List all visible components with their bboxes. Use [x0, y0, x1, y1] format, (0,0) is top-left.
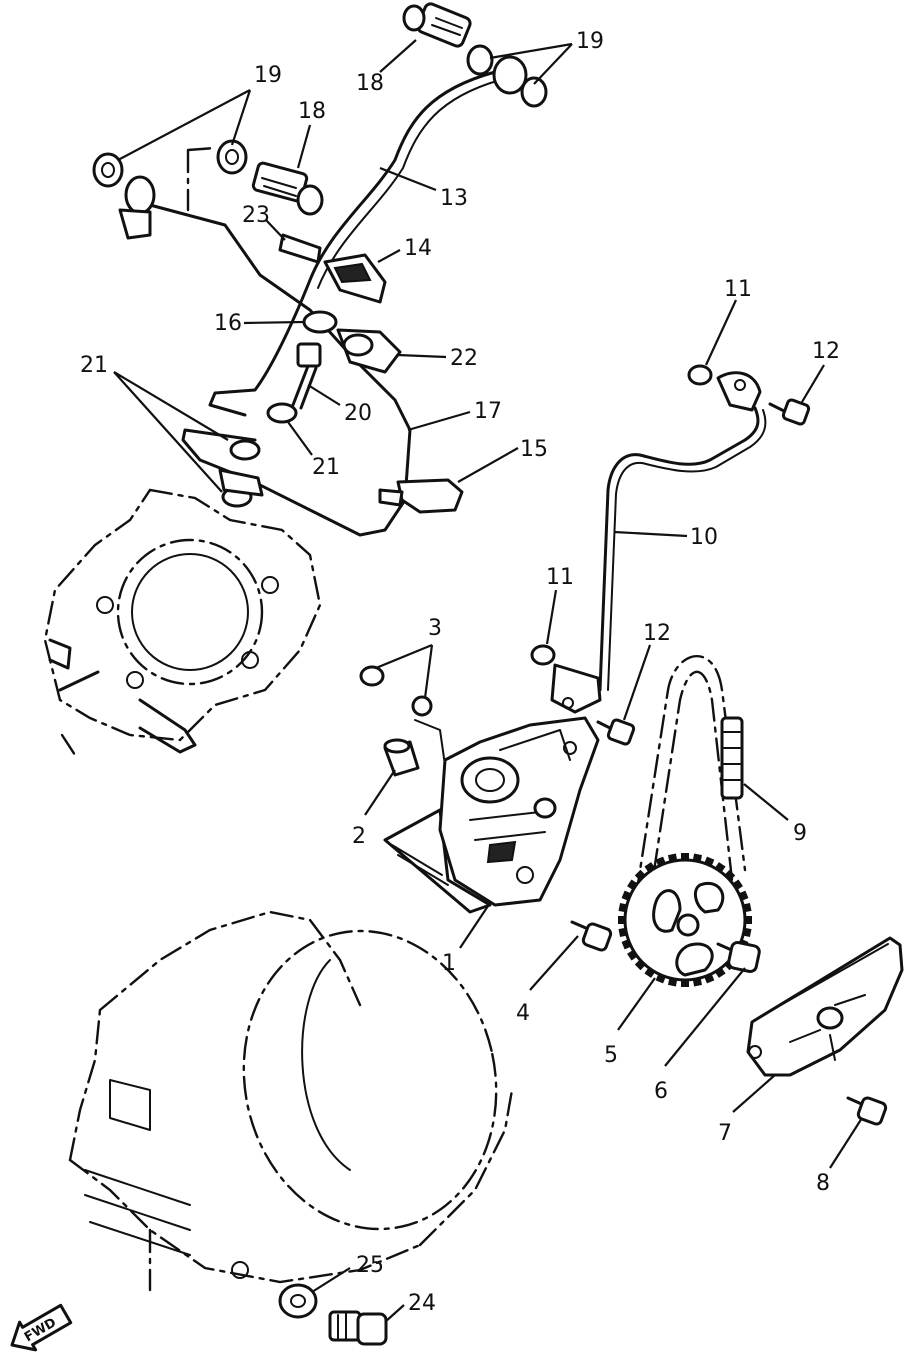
union-bolt-top: [402, 2, 472, 48]
sprocket-tooth: [618, 916, 626, 924]
o-ring-3-a: [359, 665, 385, 687]
o-ring-11-top: [687, 364, 713, 386]
callout-7: 7: [718, 1121, 732, 1146]
washer-21-a: [266, 402, 298, 424]
callout-4: 4: [516, 1001, 530, 1026]
callout-numbers: 19 18 19 18 13 23 14 16 22 21 20 17 21 1…: [80, 29, 840, 1316]
cylinder-block-outline: [43, 488, 322, 757]
bolt-8: [846, 1096, 888, 1126]
pipe-17-banjo: [118, 175, 156, 240]
callout-11: 11: [724, 277, 752, 302]
callout-3: 3: [428, 616, 442, 641]
washer-25: [278, 1283, 318, 1319]
washer-16: [302, 310, 338, 334]
callout-6: 6: [654, 1079, 668, 1104]
oil-pump-assembly: [383, 716, 600, 914]
callout-19: 19: [576, 29, 604, 54]
bolt-6: [716, 940, 761, 974]
washer-19-a: [92, 152, 124, 188]
callout-16: 16: [214, 311, 242, 336]
forward-direction-badge: FWD: [10, 1303, 73, 1352]
union-bolt-left: [251, 161, 324, 216]
callout-15: 15: [520, 437, 548, 462]
drain-bolt-24: [328, 1310, 388, 1346]
callout-25: 25: [356, 1253, 384, 1278]
callout-5: 5: [604, 1043, 618, 1068]
washer-21-b: [229, 439, 261, 461]
pipe-13-banjo: [492, 55, 528, 95]
callout-1: 1: [442, 951, 456, 976]
drive-chain-9: [628, 655, 747, 952]
joint-block-22: [336, 328, 402, 374]
dowel-pin-2: [383, 738, 420, 777]
callout-12: 12: [812, 339, 840, 364]
bolt-12-top: [768, 398, 811, 426]
pump-cover-7: [746, 936, 904, 1077]
washer-19-a-hole: [101, 162, 115, 178]
callout-21: 21: [80, 353, 108, 378]
oil-delivery-pipe-17: [148, 203, 412, 537]
oil-delivery-pipe-13: [208, 70, 501, 417]
pipe-17-lower-banjo: [218, 468, 264, 497]
leader-lines: [113, 39, 863, 1323]
pipe-10-upper-flange: [716, 371, 762, 412]
washer-19-c: [466, 44, 494, 76]
pipe-10-lower-flange: [550, 663, 602, 714]
washer-19-b-hole: [225, 149, 239, 165]
washer-19-d: [520, 76, 548, 108]
callout-13: 13: [440, 186, 468, 211]
union-bolt-20: [291, 342, 322, 410]
oil-feed-pipe-10: [598, 406, 767, 692]
callout-9: 9: [793, 821, 807, 846]
bolt-4: [570, 920, 613, 952]
callout-12: 12: [643, 621, 671, 646]
callout-17: 17: [474, 399, 502, 424]
callout-10: 10: [690, 525, 718, 550]
callout-23: 23: [242, 203, 270, 228]
forward-arrow-icon: [10, 1303, 73, 1352]
sprocket-5: [618, 853, 752, 987]
callout-21: 21: [312, 455, 340, 480]
callout-18: 18: [356, 71, 384, 96]
callout-18: 18: [298, 99, 326, 124]
callout-19: 19: [254, 63, 282, 88]
bolt-12-bottom: [596, 718, 636, 746]
washer-19-b: [216, 139, 248, 175]
callout-20: 20: [344, 401, 372, 426]
callout-2: 2: [352, 824, 366, 849]
callout-11: 11: [546, 565, 574, 590]
callout-14: 14: [404, 236, 432, 261]
o-ring-11-bottom: [530, 644, 556, 666]
sprocket-tooth: [744, 916, 752, 924]
crankcase-outline: [68, 910, 514, 1292]
callout-22: 22: [450, 346, 478, 371]
pipe-clamp-15: [378, 478, 464, 514]
callout-24: 24: [408, 1291, 436, 1316]
callout-8: 8: [816, 1171, 830, 1196]
o-ring-3-b: [411, 695, 433, 717]
pipe-clamp-14: [323, 253, 387, 304]
gasket-23: [278, 233, 322, 264]
